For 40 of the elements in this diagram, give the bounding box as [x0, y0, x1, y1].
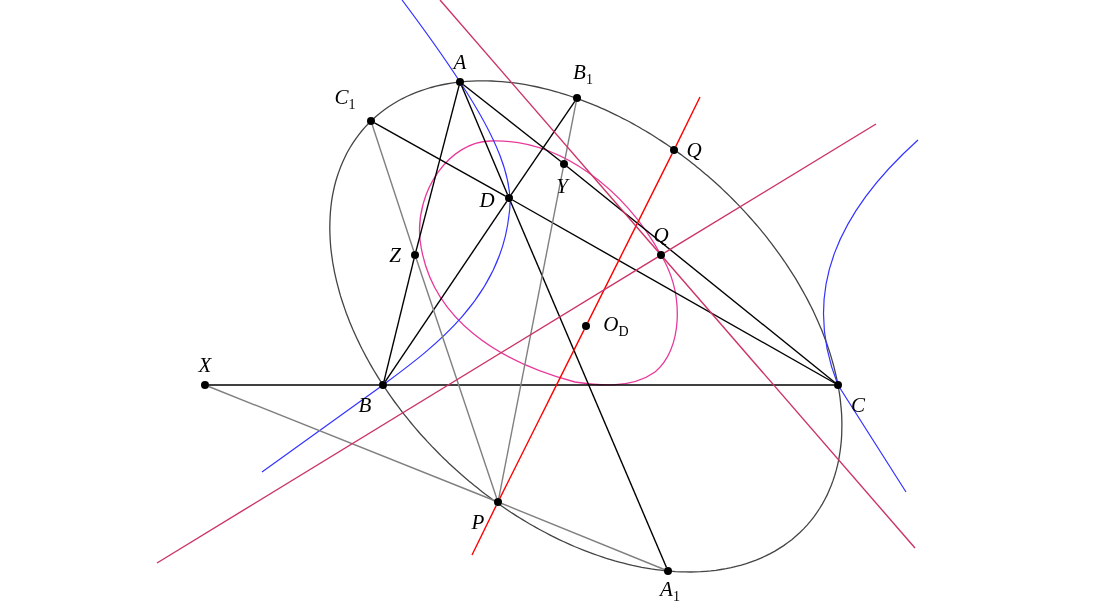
line-segment	[587, 152, 673, 324]
line-segment	[499, 328, 585, 500]
line-segment	[373, 122, 507, 197]
point-label: Z	[389, 244, 401, 266]
line-segment	[208, 385, 495, 502]
line-segment	[386, 384, 835, 386]
line-segment	[415, 85, 460, 252]
point-label: A$_{1}$	[660, 577, 680, 607]
line-segment	[501, 502, 665, 571]
point-label: C	[851, 394, 865, 416]
point-label: A	[453, 51, 467, 73]
line-segment	[675, 96, 701, 148]
line-segment	[510, 100, 576, 196]
point-label: X	[198, 354, 212, 376]
line-segment	[509, 201, 668, 568]
line-segment	[662, 257, 916, 549]
point-label: Q	[686, 139, 702, 161]
point-label: C$_{1}$	[334, 85, 356, 115]
point-label: B	[358, 394, 372, 416]
line-segment	[511, 199, 836, 384]
line-segment	[462, 83, 562, 163]
line-segment	[439, 0, 660, 253]
point-label: B$_{1}$	[573, 60, 593, 90]
line-segment	[208, 384, 380, 386]
point-label: D	[479, 189, 495, 211]
line-segment	[498, 167, 564, 499]
line-segment	[383, 258, 415, 382]
point-label: Q	[653, 224, 669, 246]
line-segment	[471, 504, 497, 556]
line-segment	[415, 258, 498, 499]
point-label: Y	[556, 175, 568, 197]
line-segment	[460, 85, 509, 195]
line-segment	[663, 123, 877, 254]
line-segment	[371, 124, 415, 252]
line-segment	[384, 200, 508, 383]
line-segment	[156, 256, 659, 564]
line-segment	[564, 101, 577, 161]
point-label: O$_{D}$	[603, 312, 629, 342]
line-segment	[566, 165, 836, 384]
point-label: P	[471, 511, 485, 533]
